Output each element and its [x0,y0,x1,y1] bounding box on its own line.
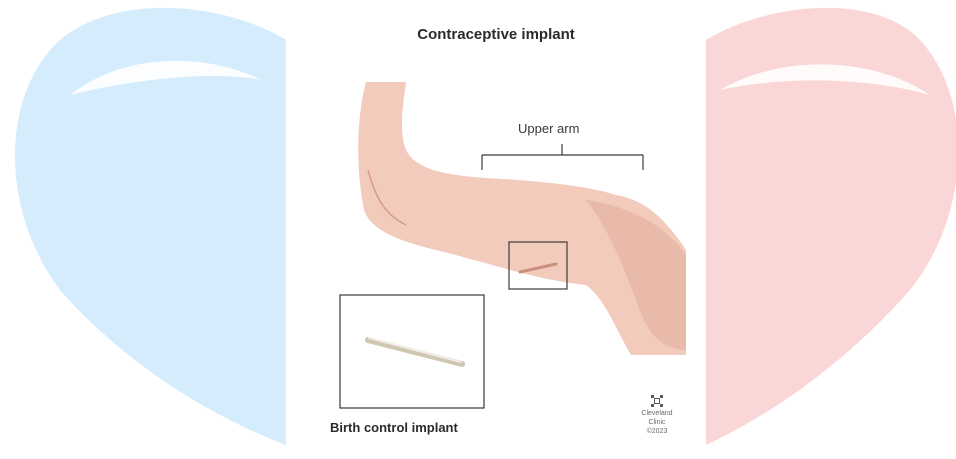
upper-arm-bracket [482,144,643,170]
arm-illustration [286,0,706,459]
credit-line-1: Cleveland [634,409,680,418]
figure-title: Contraceptive implant [286,26,706,43]
cleveland-clinic-logo-icon [651,395,663,407]
credit-line-2: Clinic [634,418,680,427]
upper-arm-label: Upper arm [518,121,579,136]
cleveland-clinic-credit: Cleveland Clinic ©2023 [634,395,680,436]
implant-caption: Birth control implant [330,420,458,435]
credit-line-3: ©2023 [634,427,680,436]
illustration-panel: Contraceptive implant Upper arm Birth co… [286,0,706,459]
